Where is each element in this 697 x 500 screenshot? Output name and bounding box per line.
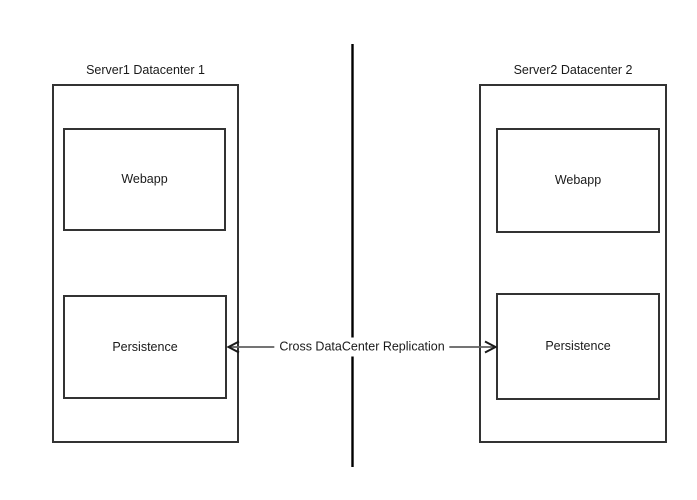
datacenter2-persistence-label: Persistence bbox=[545, 339, 611, 353]
datacenter2-webapp-label: Webapp bbox=[554, 173, 602, 187]
datacenter1-persistence-label: Persistence bbox=[112, 339, 178, 354]
datacenter1-webapp-box: Webapp bbox=[63, 128, 226, 231]
replication-arrow-label: Cross DataCenter Replication bbox=[274, 337, 450, 357]
datacenter1-title: Server1 Datacenter 1 bbox=[86, 63, 205, 77]
datacenter1-webapp-label: Webapp bbox=[121, 172, 168, 186]
datacenter1-persistence-box: Persistence bbox=[63, 295, 227, 399]
datacenter2-persistence-box: Persistence bbox=[496, 293, 660, 400]
datacenter2-webapp-box: Webapp bbox=[496, 128, 660, 233]
datacenter2-title: Server2 Datacenter 2 bbox=[513, 63, 633, 77]
